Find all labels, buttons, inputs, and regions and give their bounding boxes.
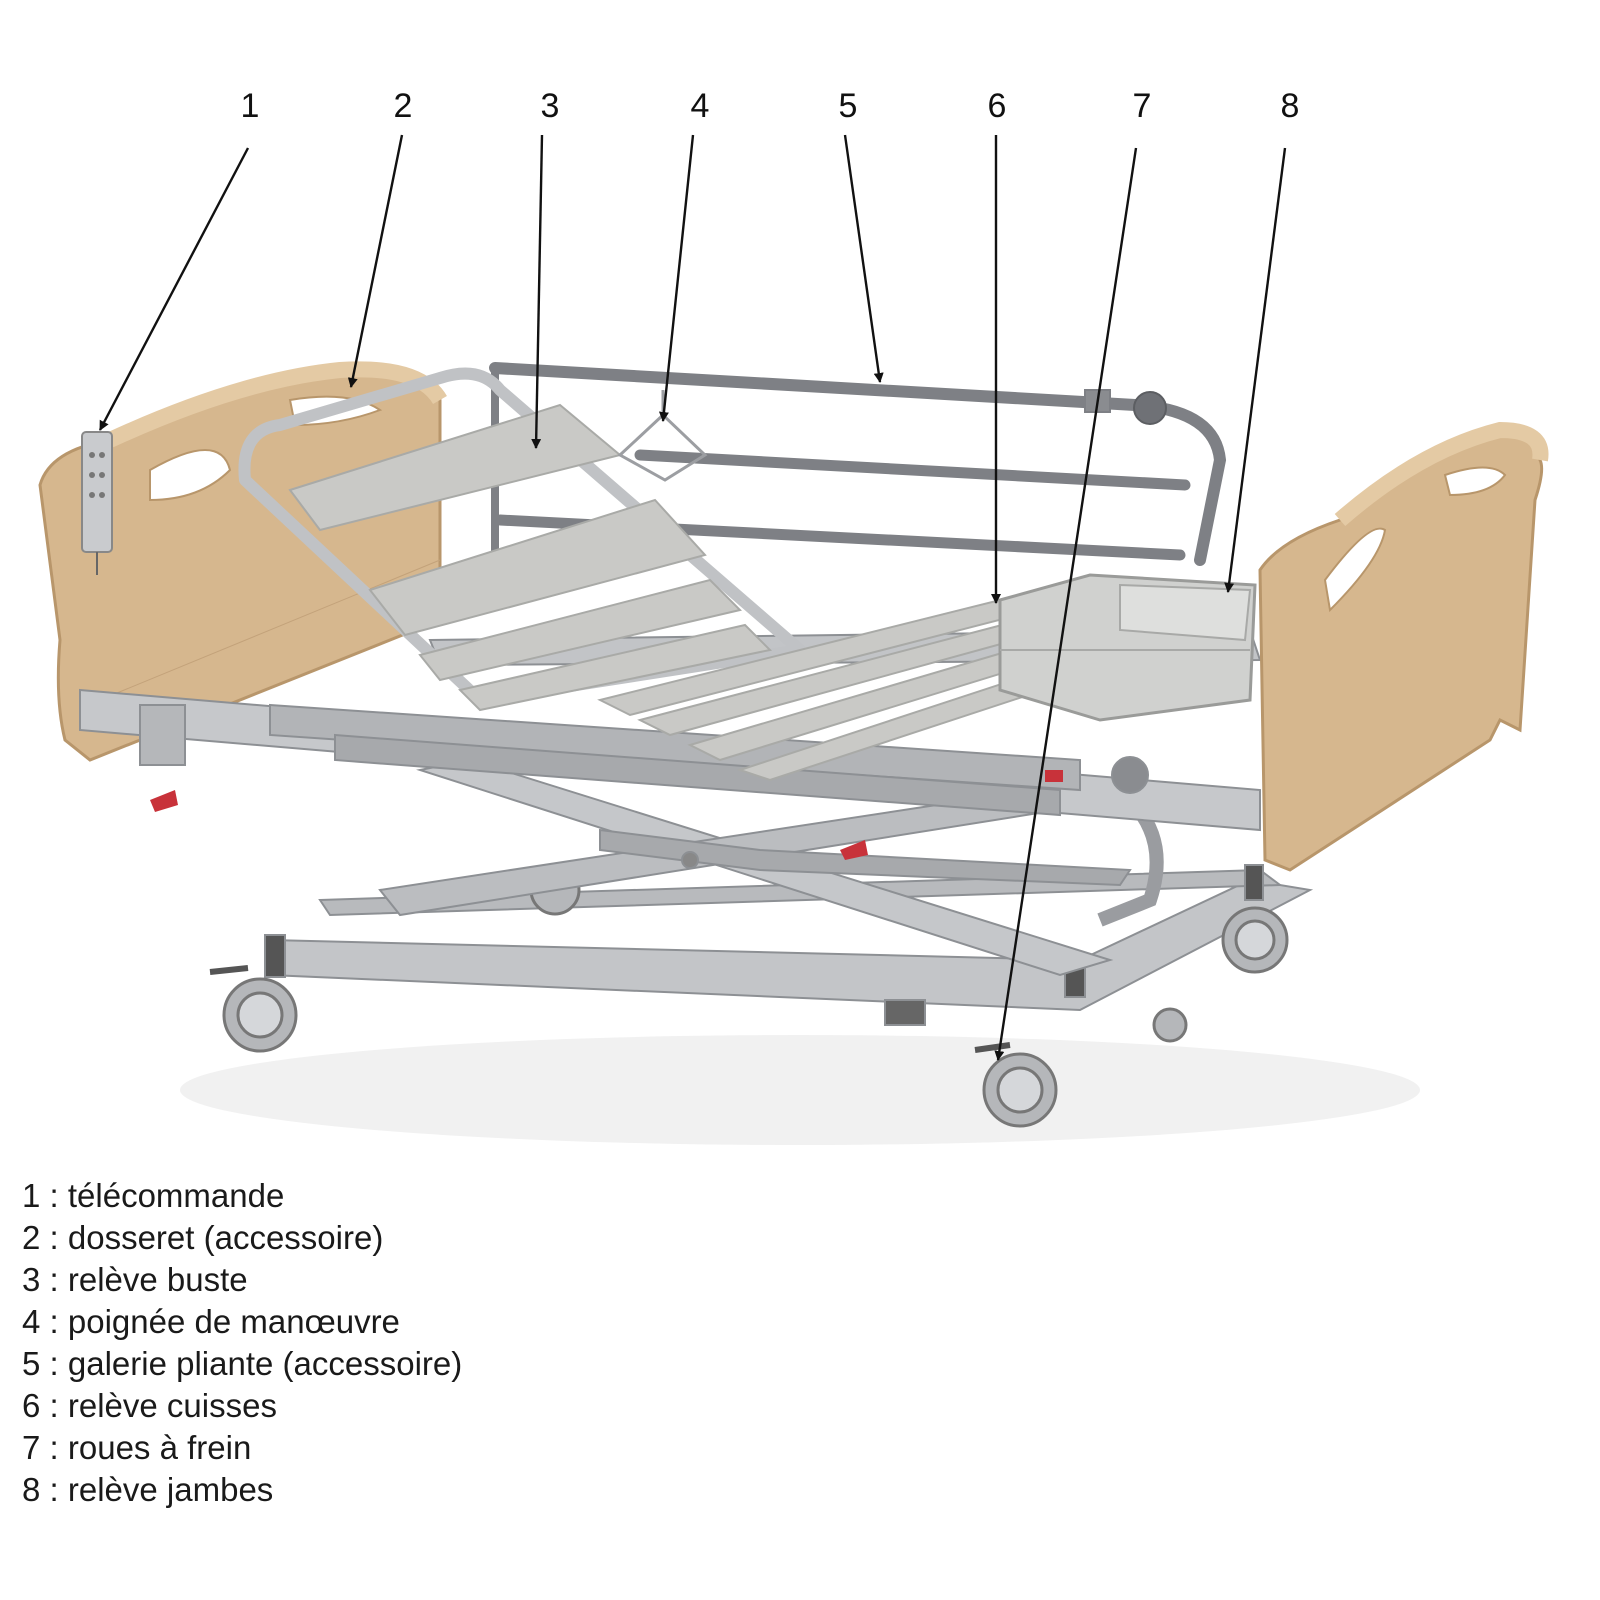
legend-item: 4 : poignée de manœuvre bbox=[22, 1303, 400, 1340]
footboard bbox=[1258, 421, 1549, 872]
floor-shadow bbox=[180, 1035, 1420, 1145]
wheels bbox=[209, 864, 1289, 1128]
leader-line-2 bbox=[347, 134, 404, 388]
legend-item: 6 : relève cuisses bbox=[22, 1387, 277, 1424]
leader-lines bbox=[98, 134, 1287, 1061]
legend-label: télécommande bbox=[67, 1177, 285, 1214]
leader-line-3 bbox=[531, 134, 544, 449]
legend: 1 : télécommande 2 : dosseret (accessoir… bbox=[22, 1175, 462, 1511]
callout-number-8: 8 bbox=[1281, 87, 1300, 125]
legend-number: 6 bbox=[22, 1387, 41, 1424]
legend-label: relève cuisses bbox=[67, 1387, 277, 1424]
legend-label: relève buste bbox=[67, 1261, 248, 1298]
legend-label: relève jambes bbox=[67, 1471, 274, 1508]
callout-number-6: 6 bbox=[988, 87, 1007, 125]
legend-label: galerie pliante (accessoire) bbox=[67, 1345, 463, 1382]
callout-number-3: 3 bbox=[541, 87, 560, 125]
callout-number-2: 2 bbox=[394, 87, 413, 125]
leader-line-4 bbox=[658, 134, 695, 422]
callout-number-7: 7 bbox=[1133, 87, 1152, 125]
legend-number: 1 bbox=[22, 1177, 41, 1214]
legend-item: 8 : relève jambes bbox=[22, 1471, 274, 1508]
leader-line-1 bbox=[98, 147, 250, 431]
leader-line-7 bbox=[994, 147, 1138, 1061]
red-pedals bbox=[150, 770, 1063, 860]
leader-line-8 bbox=[1224, 147, 1287, 593]
leg-section bbox=[998, 573, 1257, 722]
legend-label: roues à frein bbox=[67, 1429, 252, 1466]
callout-numbers: 1 2 3 4 5 6 7 8 bbox=[241, 87, 1300, 125]
leader-line-5 bbox=[843, 134, 884, 383]
legend-number: 4 bbox=[22, 1303, 41, 1340]
backrest bbox=[238, 367, 806, 712]
maneuver-handle bbox=[617, 390, 708, 482]
legend-item: 5 : galerie pliante (accessoire) bbox=[22, 1345, 463, 1382]
legend-number: 2 bbox=[22, 1219, 41, 1256]
callout-number-1: 1 bbox=[241, 87, 260, 125]
legend-item: 3 : relève buste bbox=[22, 1261, 248, 1298]
legend-number: 5 bbox=[22, 1345, 41, 1382]
legend-item: 1 : télécommande bbox=[22, 1177, 285, 1214]
legend-label: dosseret (accessoire) bbox=[67, 1219, 384, 1256]
legend-item: 7 : roues à frein bbox=[22, 1429, 252, 1466]
legend-number: 8 bbox=[22, 1471, 41, 1508]
callout-number-4: 4 bbox=[691, 87, 710, 125]
callout-number-5: 5 bbox=[839, 87, 858, 125]
legend-number: 7 bbox=[22, 1429, 41, 1466]
legend-item: 2 : dosseret (accessoire) bbox=[22, 1219, 384, 1256]
legend-label: poignée de manœuvre bbox=[67, 1303, 400, 1340]
remote-control bbox=[81, 431, 113, 575]
legend-number: 3 bbox=[22, 1261, 41, 1298]
